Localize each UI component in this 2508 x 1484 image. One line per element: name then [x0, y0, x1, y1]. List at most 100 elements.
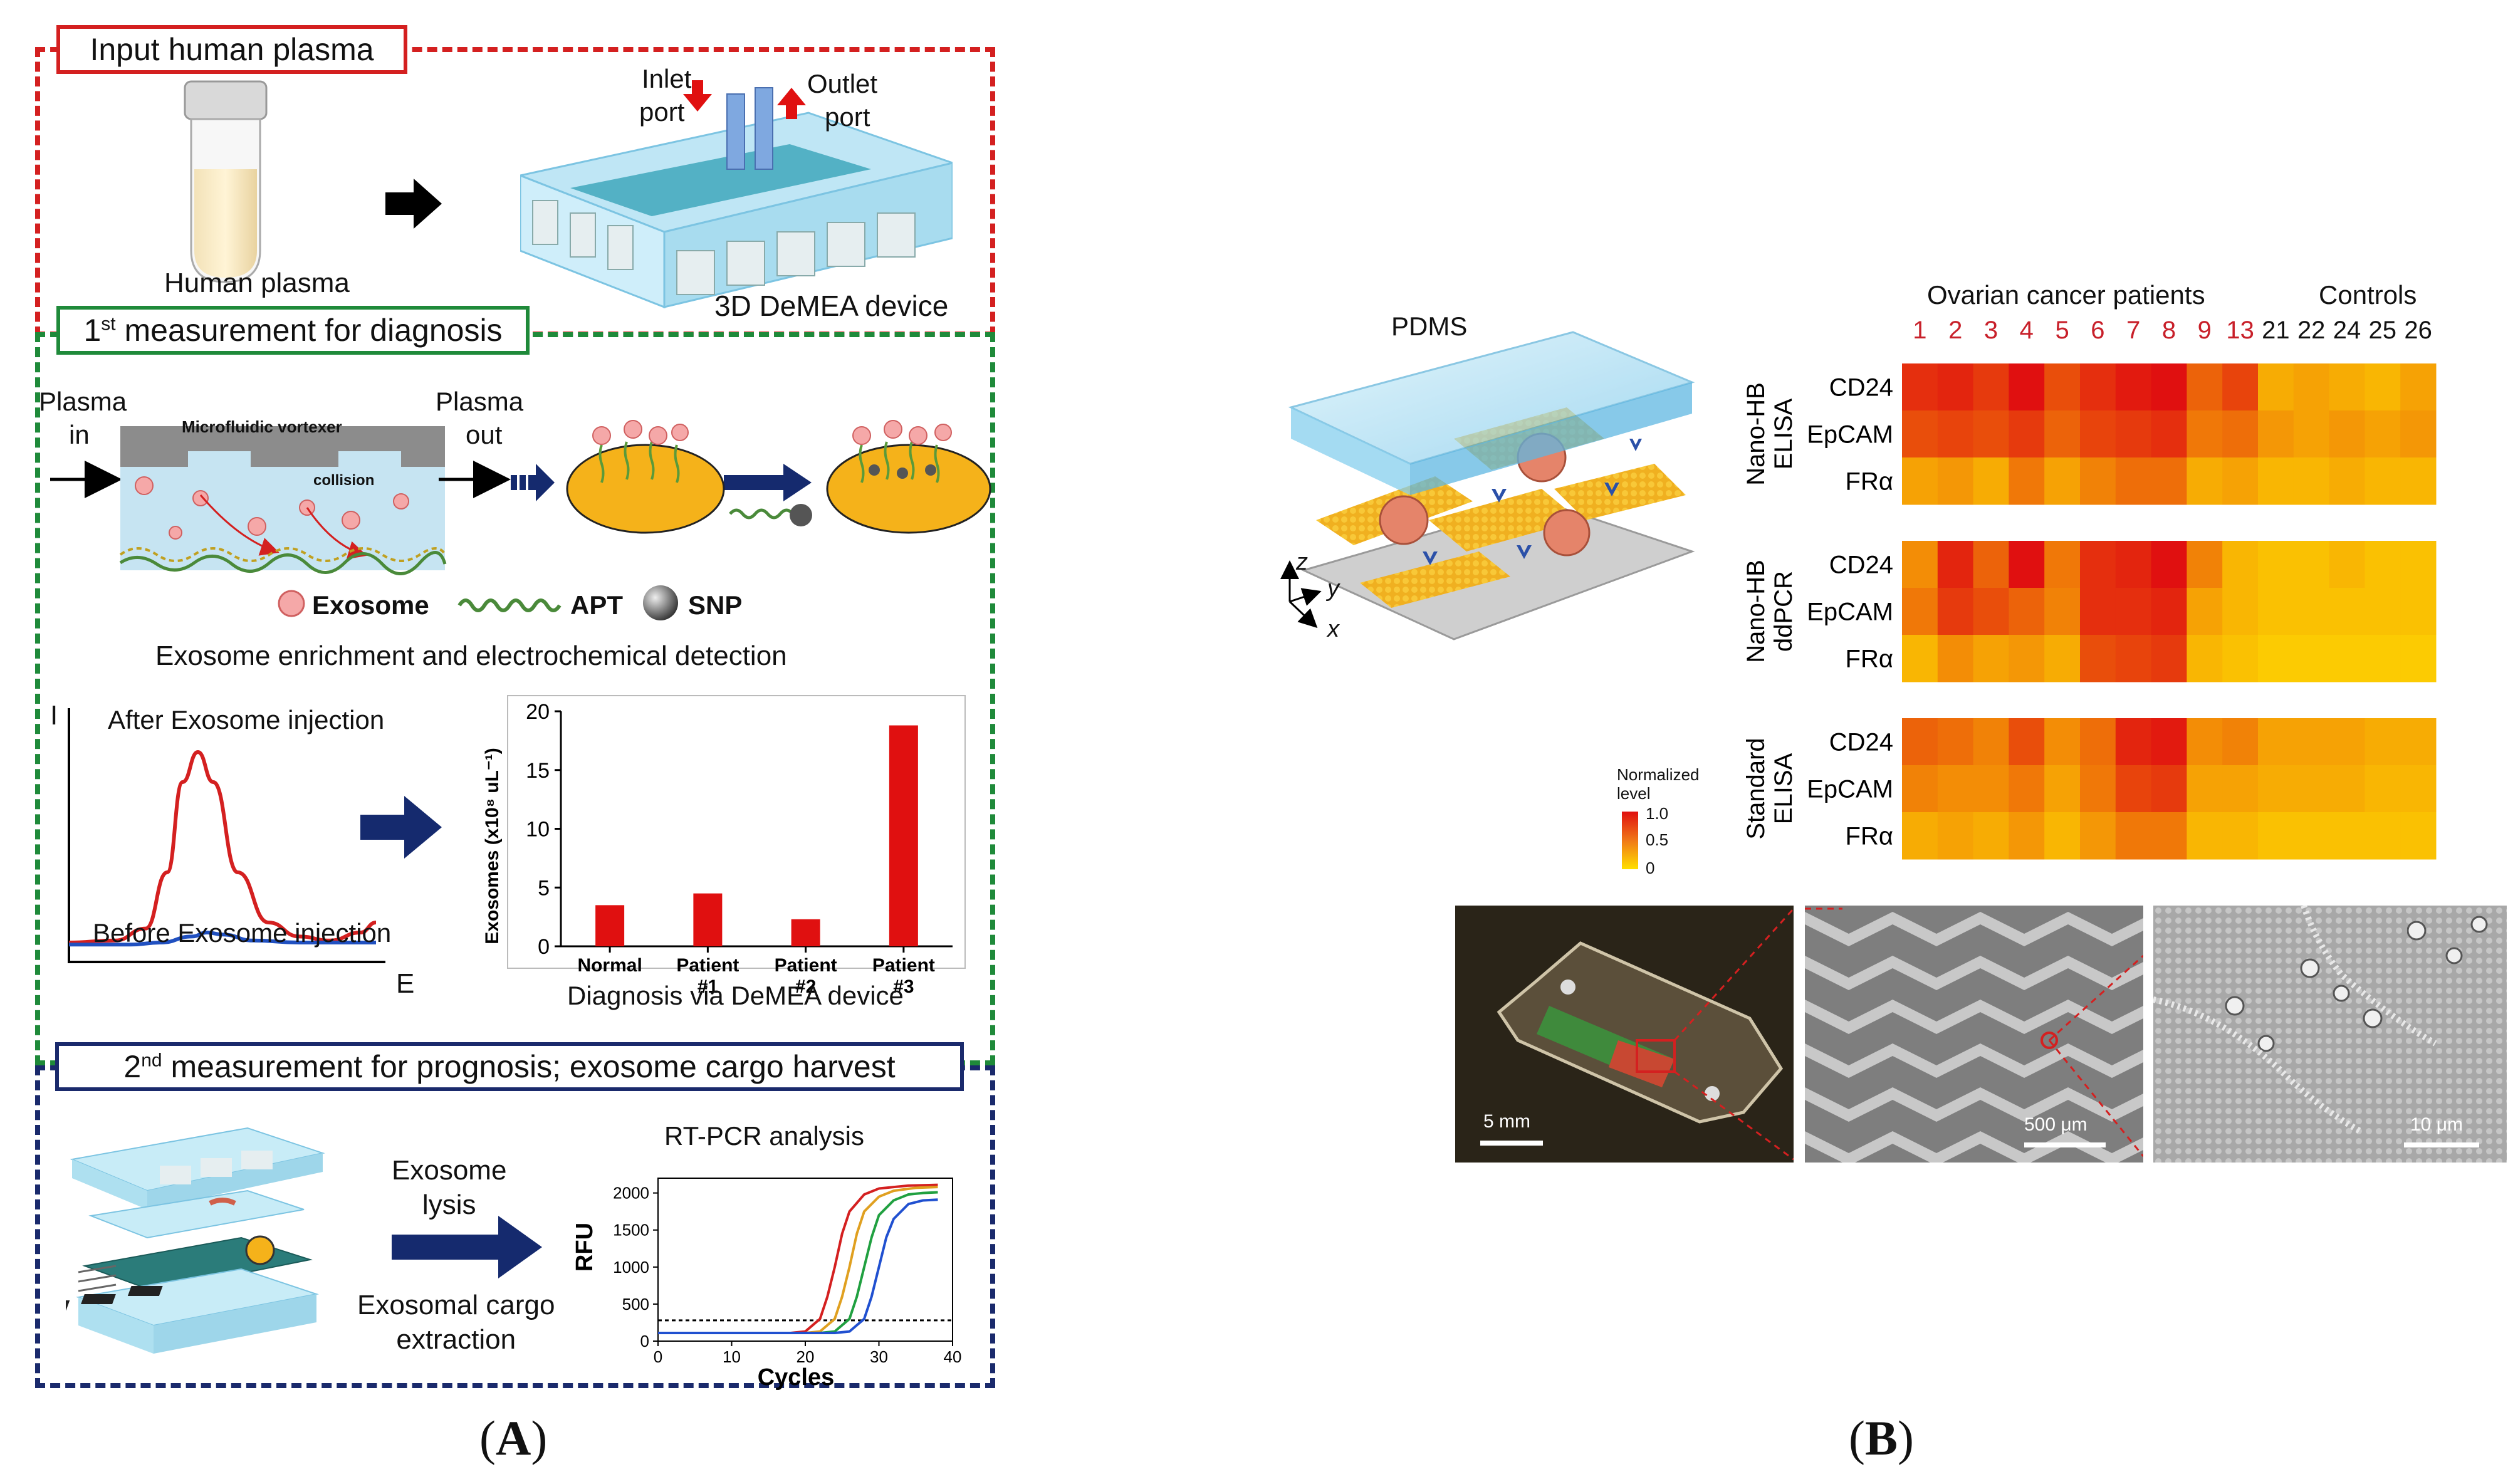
heatmap-column-label: 7 — [2126, 320, 2140, 344]
heatmap-cell — [2151, 635, 2187, 682]
heatmap-row-label: EpCAM — [1807, 776, 1893, 803]
bar — [889, 725, 918, 946]
heatmap-cell — [2080, 765, 2116, 813]
bar-category-label: Normal — [577, 955, 642, 976]
heatmap-cell — [2009, 812, 2045, 860]
heatmap-cell — [2151, 812, 2187, 860]
bar-y-tick-label: 20 — [526, 700, 550, 724]
pcr-amplification-curve — [658, 1186, 938, 1334]
heatmap-column-label: 5 — [2055, 320, 2069, 344]
inlet-arrow-icon — [683, 80, 712, 112]
axis-z-label: z — [1296, 549, 1308, 575]
bar-y-tick-label: 0 — [538, 935, 550, 959]
heatmap-cell — [2293, 363, 2330, 411]
heatmap-cell — [1902, 588, 1938, 635]
heatmap-cell — [2044, 541, 2081, 588]
heatmap-row-label: FRα — [1846, 823, 1893, 850]
heatmap-cell — [2329, 765, 2365, 813]
heatmap-cell — [1902, 718, 1938, 766]
heatmap-row-label: FRα — [1846, 468, 1893, 496]
group-patients-label: Ovarian cancer patients — [1927, 280, 2205, 310]
nanopattern-sem: 10 μm — [2153, 906, 2507, 1163]
heatmap-cell — [2151, 410, 2187, 458]
heatmap-cell — [1973, 588, 2009, 635]
heatmap-cell — [2151, 588, 2187, 635]
heatmap-cell — [2115, 588, 2152, 635]
heatmap-cell — [2115, 457, 2152, 505]
cv-series-line — [68, 750, 377, 944]
color-legend-bar — [1622, 812, 1638, 869]
heatmap-cell — [2151, 457, 2187, 505]
heatmap-cell — [1902, 363, 1938, 411]
pcr-x-tick-label: 0 — [654, 1347, 662, 1366]
axes-icon — [1280, 560, 1322, 629]
navy-small-arrow-icon — [511, 464, 555, 501]
heatmap-row-label: FRα — [1846, 645, 1893, 673]
bar — [693, 893, 723, 946]
apt-icon — [457, 598, 562, 612]
bar — [595, 905, 625, 946]
bar-chart-frame — [507, 695, 966, 969]
heatmap-cell — [2222, 410, 2259, 458]
heatmap-column-label: 2 — [1948, 320, 1962, 344]
heatmap-column-label: 3 — [1984, 320, 1998, 344]
heatmap-cell — [2115, 541, 2152, 588]
group-controls-label: Controls — [2319, 280, 2417, 310]
heatmap-cell — [2080, 635, 2116, 682]
legend-snp: SNP — [688, 590, 743, 620]
heatmap-cell — [2044, 410, 2081, 458]
pdms-label: PDMS — [1391, 311, 1468, 341]
heatmap-cell — [2364, 541, 2401, 588]
heatmap-cell — [1902, 635, 1938, 682]
heatmap-cell — [2293, 635, 2330, 682]
exosome-icon — [278, 590, 305, 617]
heatmap-cell — [2329, 588, 2365, 635]
heatmap-cell — [2400, 541, 2437, 588]
electrode-before — [566, 420, 725, 534]
heatmap-cell — [2009, 765, 2045, 813]
heatmap-cell — [2364, 410, 2401, 458]
demea-device-illustration — [520, 87, 953, 309]
heatmap-cell — [2044, 457, 2081, 505]
heatmap-cell — [2187, 635, 2223, 682]
heatmap-cell — [2115, 635, 2152, 682]
bar — [791, 919, 820, 946]
heatmap-cell — [1902, 765, 1938, 813]
heatmap-cell — [2187, 363, 2223, 411]
bar-category-label: #2 — [795, 976, 816, 997]
heatmap-cell — [2080, 541, 2116, 588]
tube-label: Human plasma — [164, 268, 350, 298]
heatmap-row-label: CD24 — [1829, 374, 1893, 402]
cv-axis-y-label: I — [50, 700, 58, 731]
snp-icon — [643, 585, 678, 620]
heatmap-cell — [2329, 635, 2365, 682]
heatmap-cell — [2009, 588, 2045, 635]
heatmap-cell — [1902, 812, 1938, 860]
heatmap-cell — [2364, 812, 2401, 860]
heatmap-cell — [2258, 457, 2294, 505]
heatmap-cell — [1937, 812, 1974, 860]
heatmap-cell — [2293, 765, 2330, 813]
heatmap-cell — [2187, 765, 2223, 813]
bar-chart-ylabel: Exosomes (x10⁸ uL⁻¹) — [482, 748, 503, 944]
heatmap-cell — [1937, 457, 1974, 505]
pcr-amplification-curve — [658, 1183, 938, 1334]
heatmap-cell — [2187, 410, 2223, 458]
heatmap-cell — [2293, 541, 2330, 588]
heatmap-cell — [2151, 541, 2187, 588]
heatmap-cell — [2329, 718, 2365, 766]
heatmap-cell — [2258, 718, 2294, 766]
heatmap-column-label: 8 — [2162, 320, 2176, 344]
device-label: 3D DeMEA device — [714, 290, 949, 322]
pcr-x-tick-label: 40 — [944, 1347, 962, 1366]
pcr-x-tick-label: 20 — [797, 1347, 815, 1366]
heatmap-group-label: ddPCR — [1770, 571, 1797, 652]
heatmap-cell — [2187, 541, 2223, 588]
heatmap-cell — [2258, 635, 2294, 682]
enrichment-caption: Exosome enrichment and electrochemical d… — [155, 640, 787, 671]
heatmap-cell — [2115, 812, 2152, 860]
heatmap-cell — [1902, 410, 1938, 458]
heatmap-cell — [2293, 410, 2330, 458]
heatmap-cell — [2400, 363, 2437, 411]
